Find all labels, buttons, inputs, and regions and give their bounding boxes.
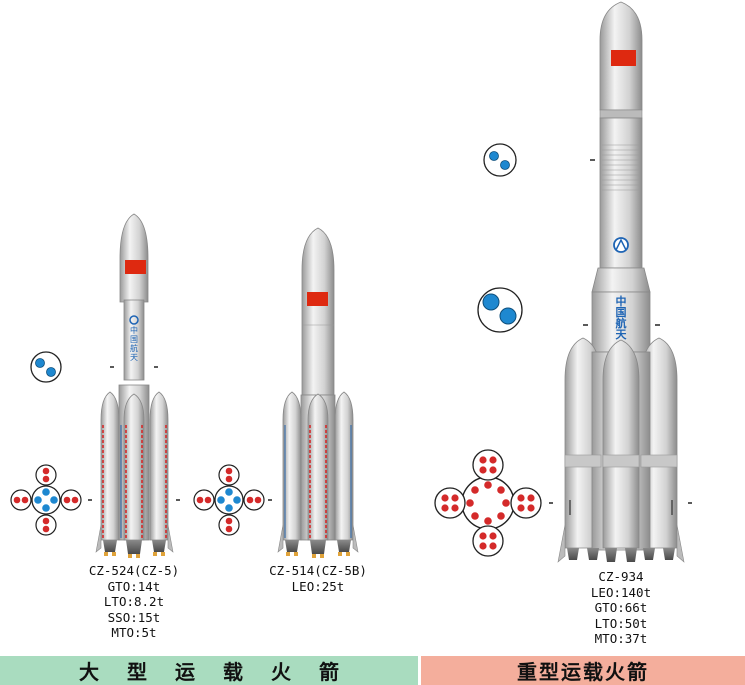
payload-line: LTO:8.2t [103, 594, 165, 609]
spec-cz-5b: CZ-514(CZ-5B) LEO:25t [258, 563, 378, 594]
payload-line: GTO:14t [107, 578, 161, 594]
cz-5-first-stage-engines-icon [10, 464, 82, 536]
rocket-cz-5b [277, 227, 359, 558]
payload-line: GTO:66t [594, 600, 648, 615]
rocket-cz-5: 中国航天 [95, 213, 174, 558]
rocket-name: CZ-524(CZ-5) [88, 563, 180, 578]
cz-934-second-stage-engines-icon [477, 287, 523, 333]
cz-5b-first-stage-engines-icon [193, 464, 265, 536]
payload-line: LEO:25t [291, 578, 345, 594]
spec-cz-5: CZ-524(CZ-5) GTO:14t LTO:8.2t SSO:15t MT… [74, 563, 194, 641]
casc-logo-icon [129, 315, 139, 325]
payload-line: MTO:37t [594, 631, 648, 646]
flag-icon [307, 292, 328, 306]
spec-cz-934: CZ-934 LEO:140t GTO:66t LTO:50t MTO:37t [570, 569, 672, 647]
band-large-launch-vehicles: 大型运载火箭 [0, 656, 418, 685]
flag-icon [125, 260, 146, 274]
cz-5-upper-stage-engines-icon [30, 351, 62, 383]
payload-line: LTO:50t [594, 615, 648, 631]
payload-line: MTO:5t [111, 625, 157, 640]
payload-line: LEO:140t [590, 584, 652, 600]
rocket-name: CZ-934 [598, 569, 644, 584]
cz-934-third-stage-engines-icon [483, 143, 517, 177]
cz-934-first-stage-engines-icon [434, 449, 542, 557]
rocket-name: CZ-514(CZ-5B) [269, 563, 367, 578]
rocket-cz-934: 中国航天 [557, 1, 685, 563]
core-marking-chars: 中国航天 [130, 325, 138, 362]
flag-icon [611, 50, 636, 66]
core-marking-chars: 中国航天 [616, 294, 628, 341]
band-heavy-launch-vehicles: 重型运载火箭 [421, 656, 745, 685]
payload-line: SSO:15t [107, 609, 161, 625]
